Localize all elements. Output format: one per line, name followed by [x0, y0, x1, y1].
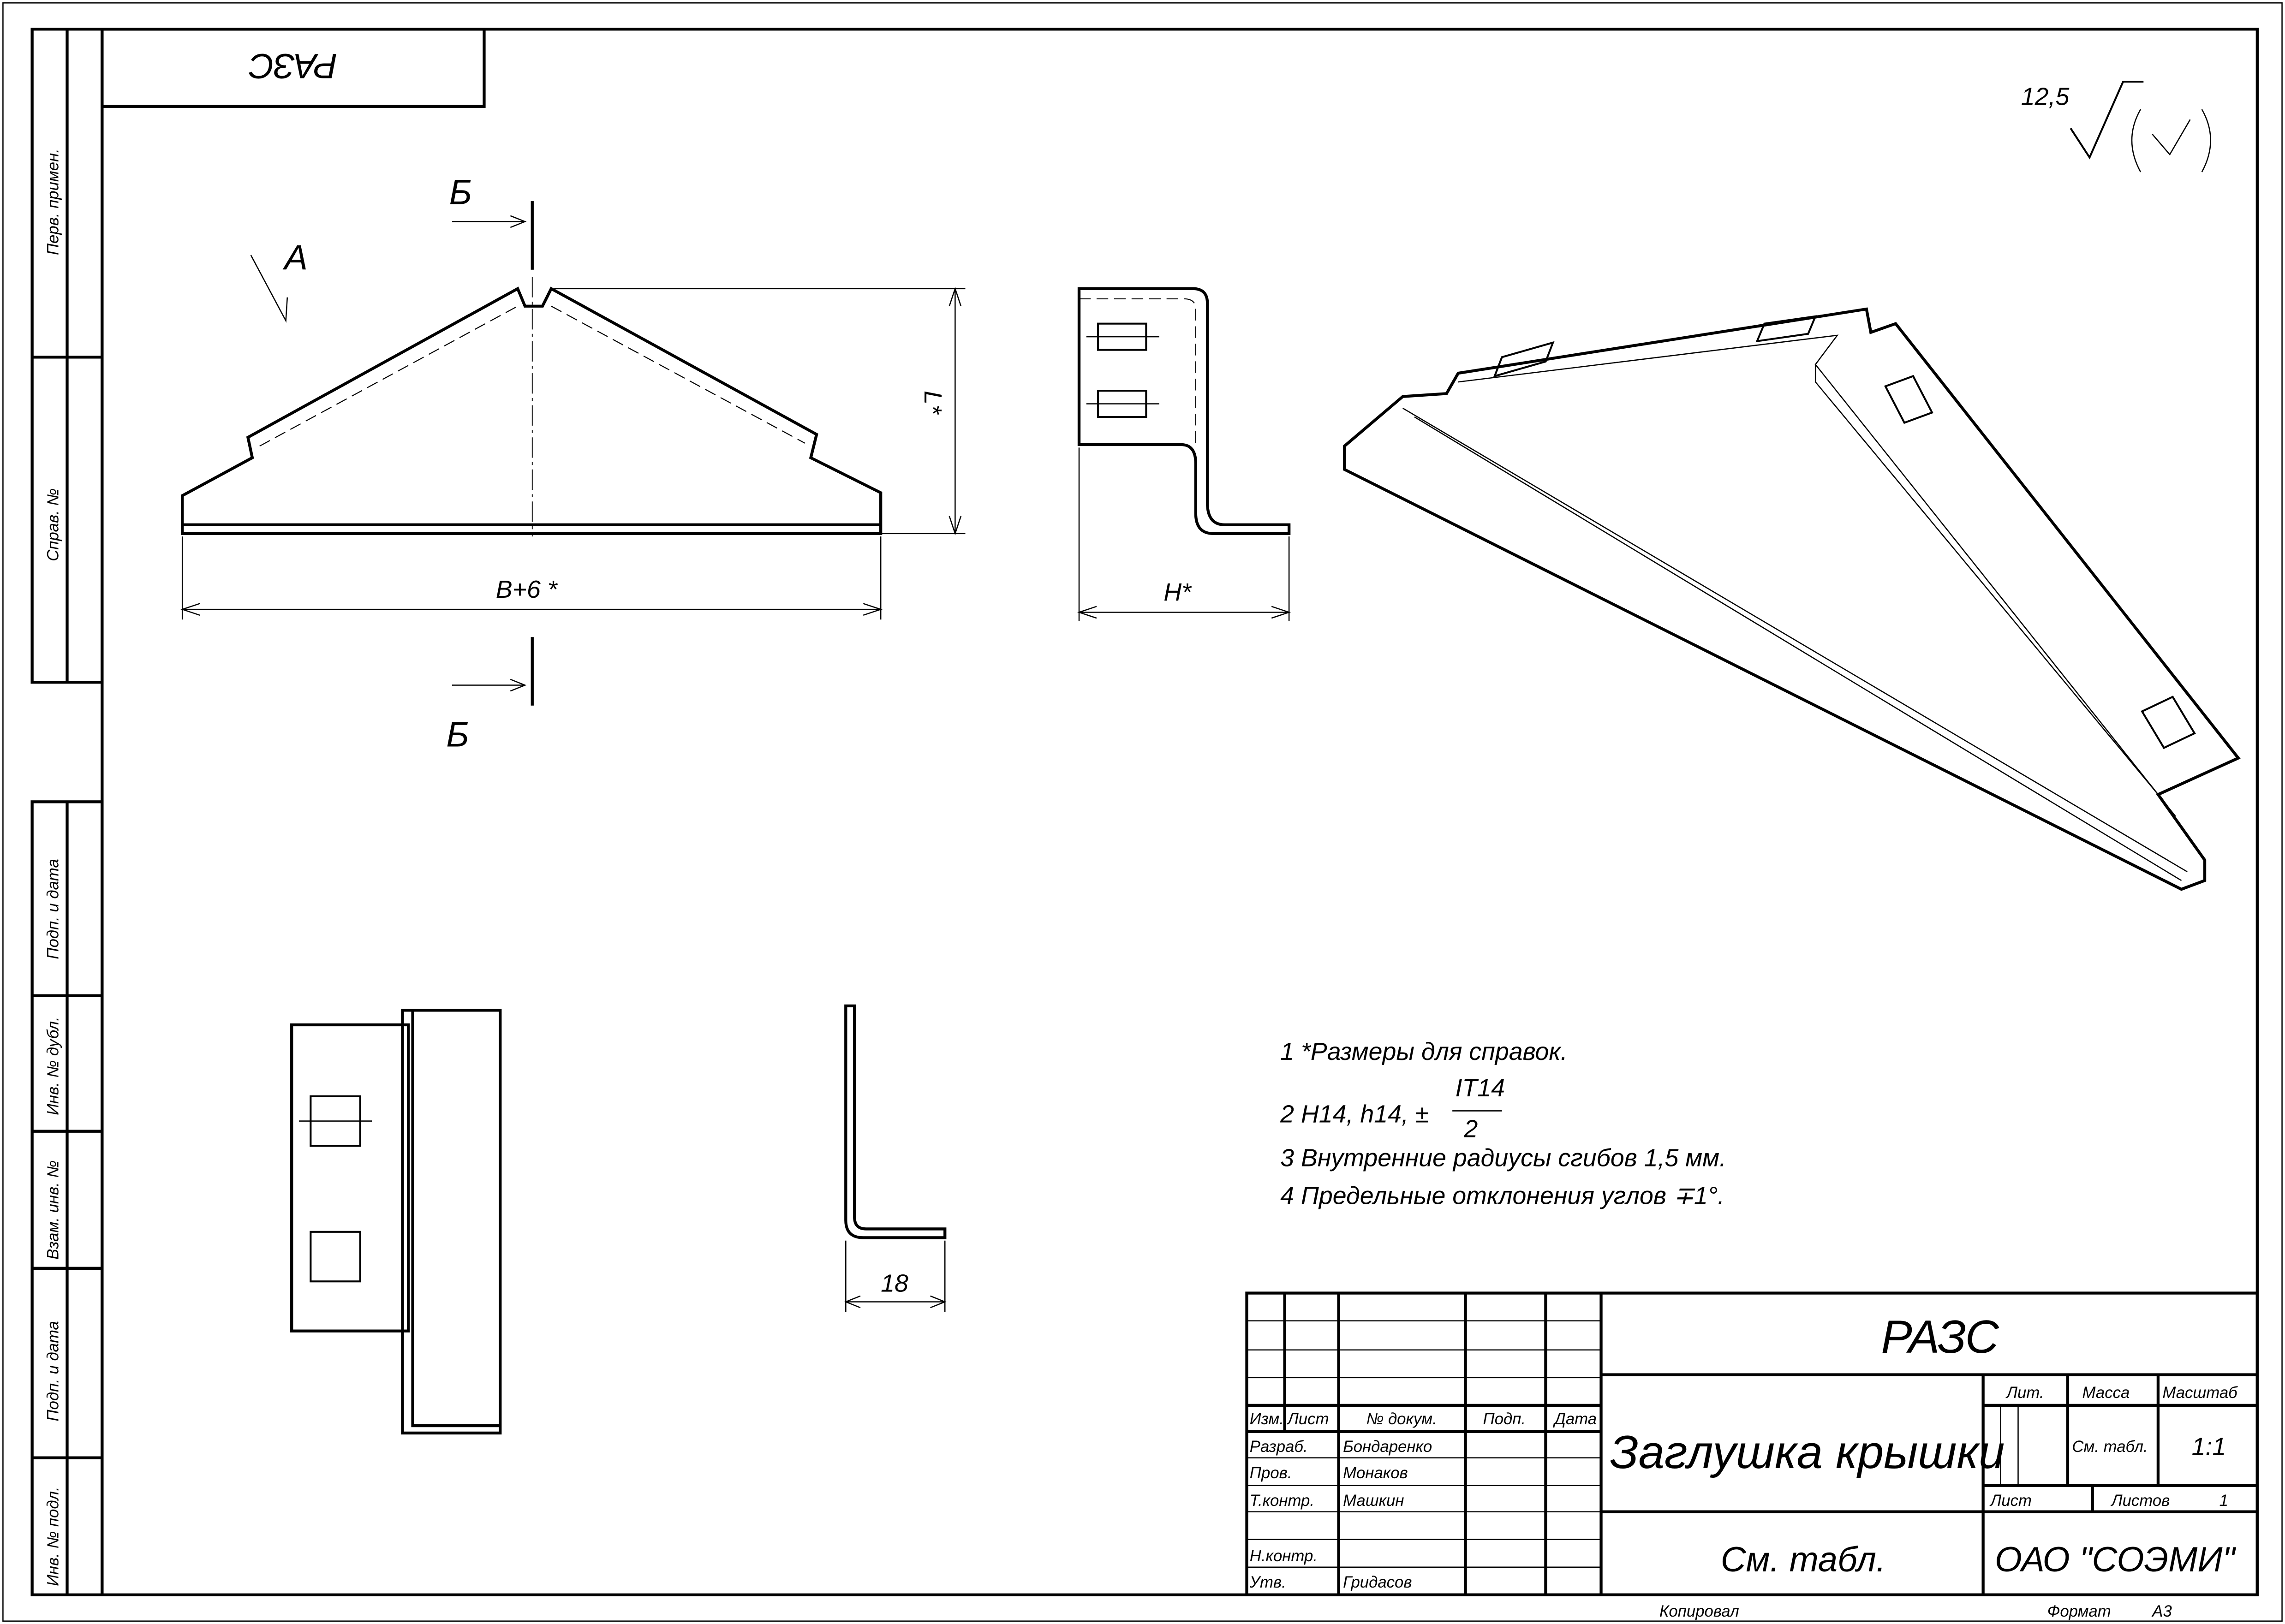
role-prov: Пров. [1250, 1464, 1292, 1482]
strip-podp-data-1: Подп. и дата [45, 859, 62, 959]
bottom-view [290, 1009, 502, 1435]
dim-flange: 18 [881, 1269, 908, 1297]
roughness-value: 12,5 [2021, 83, 2070, 111]
hdr-izm: Изм. [1250, 1410, 1284, 1428]
scale-value: 1:1 [2192, 1433, 2226, 1460]
hdr-podp: Подп. [1483, 1410, 1526, 1428]
roughness-symbol: 12,5 [2021, 80, 2211, 173]
role-utv: Утв. [1249, 1574, 1286, 1591]
note-2-denominator: 2 [1463, 1115, 1478, 1142]
title-company: ОАО "СОЭМИ" [1995, 1540, 2237, 1579]
mass-label: Масса [2082, 1384, 2130, 1402]
technical-notes: 1 *Размеры для справок. 2 H14, h14, ± IT… [1280, 1038, 1726, 1210]
name-prov: Монаков [1343, 1464, 1408, 1482]
note-1: 1 *Размеры для справок. [1280, 1038, 1567, 1065]
section-view: 18 [844, 1004, 947, 1312]
name-razrab: Бондаренко [1343, 1438, 1432, 1456]
format-value: А3 [2151, 1603, 2172, 1620]
scale-label: Масштаб [2162, 1384, 2238, 1402]
dim-height: H* [1163, 578, 1192, 606]
section-label-bottom: Б [446, 715, 469, 754]
title-code: РАЗС [1881, 1311, 1999, 1363]
corner-code: РАЗС [248, 46, 337, 85]
dim-width: B+6 * [496, 576, 558, 603]
title-material: См. табл. [1721, 1540, 1886, 1579]
corner-code-box [101, 28, 486, 108]
format-label: Формат [2047, 1603, 2111, 1620]
strip-inv-dubl: Инв. № дубл. [45, 1017, 62, 1115]
strip-inv-podl: Инв. № подл. [45, 1487, 62, 1586]
isometric-view [1343, 307, 2241, 891]
checkmark-icon [2070, 80, 2144, 160]
name-utv: Гридасов [1343, 1574, 1412, 1591]
sheets-value: 1 [2219, 1492, 2228, 1510]
note-2-numerator: IT14 [1455, 1074, 1505, 1102]
strip-vzam-inv: Взам. инв. № [45, 1160, 62, 1260]
side-strip: Перв. примен. Справ. № Подп. и дата Инв.… [30, 28, 104, 1596]
hdr-list: Лист [1287, 1410, 1329, 1428]
name-tkontr: Машкин [1343, 1492, 1404, 1510]
copied-label: Копировал [1659, 1603, 1739, 1620]
front-view: Б Б А L* B+6 * [180, 173, 966, 754]
hdr-data: Дата [1552, 1410, 1597, 1428]
note-2-prefix: 2 H14, h14, ± [1280, 1101, 1429, 1128]
side-view: H* [1077, 287, 1291, 621]
view-label: А [282, 238, 308, 278]
sheets-label: Листов [2111, 1492, 2170, 1510]
role-tkontr: Т.контр. [1250, 1492, 1314, 1510]
dim-length: L* [919, 391, 947, 415]
title-block: РАЗС Заглушка крышки См. табл. ОАО "СОЭМ… [1245, 1291, 2259, 1620]
mass-value: См. табл. [2072, 1438, 2148, 1456]
strip-sprav-no: Справ. № [45, 488, 62, 561]
title-name: Заглушка крышки [1610, 1426, 2005, 1478]
strip-perv-primen: Перв. примен. [45, 149, 62, 255]
lit-label: Лит. [2005, 1384, 2044, 1402]
hdr-doc: № докум. [1366, 1410, 1437, 1428]
note-3: 3 Внутренние радиусы сгибов 1,5 мм. [1280, 1144, 1726, 1172]
view-arrow-icon [250, 255, 288, 323]
note-4: 4 Предельные отклонения углов ∓1°. [1280, 1182, 1724, 1210]
section-label-top: Б [449, 173, 472, 212]
role-nkontr: Н.контр. [1250, 1547, 1318, 1565]
sheet-label: Лист [1989, 1492, 2031, 1510]
role-razrab: Разраб. [1250, 1438, 1308, 1456]
strip-podp-data-2: Подп. и дата [45, 1321, 62, 1422]
